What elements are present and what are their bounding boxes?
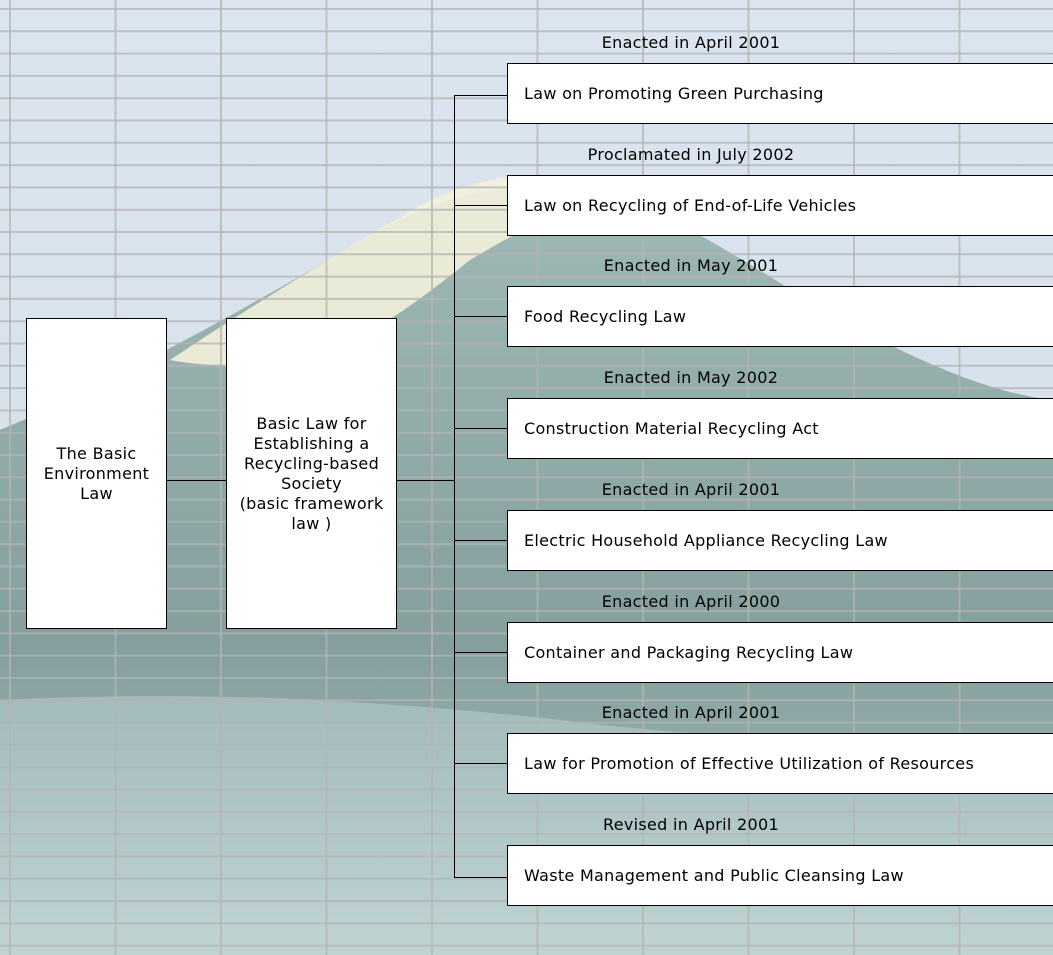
branch-line bbox=[454, 652, 507, 653]
law-box: Law on Promoting Green Purchasing bbox=[507, 63, 1053, 124]
law-date-label: Revised in April 2001 bbox=[603, 815, 779, 834]
law-box: Waste Management and Public Cleansing La… bbox=[507, 845, 1053, 906]
law-box: Container and Packaging Recycling Law bbox=[507, 622, 1053, 683]
law-name: Waste Management and Public Cleansing La… bbox=[524, 866, 904, 885]
law-box: Construction Material Recycling Act bbox=[507, 398, 1053, 459]
law-date-label: Proclamated in July 2002 bbox=[587, 145, 795, 164]
branch-line bbox=[454, 763, 507, 764]
law-box: Food Recycling Law bbox=[507, 286, 1053, 347]
law-box: Law on Recycling of End-of-Life Vehicles bbox=[507, 175, 1053, 236]
branch-line bbox=[454, 95, 507, 96]
branch-line bbox=[454, 540, 507, 541]
law-date-label: Enacted in April 2001 bbox=[601, 480, 781, 499]
branch-line bbox=[454, 877, 507, 878]
law-date-label: Enacted in May 2001 bbox=[603, 256, 779, 275]
law-name: Law on Promoting Green Purchasing bbox=[524, 84, 824, 103]
law-name: Law for Promotion of Effective Utilizati… bbox=[524, 754, 975, 773]
branch-line bbox=[454, 316, 507, 317]
connector-line bbox=[167, 480, 226, 481]
basic-environment-law-label: The Basic Environment Law bbox=[43, 443, 150, 503]
trunk-line bbox=[454, 95, 455, 877]
law-name: Food Recycling Law bbox=[524, 307, 687, 326]
law-box: Law for Promotion of Effective Utilizati… bbox=[507, 733, 1053, 794]
law-name: Law on Recycling of End-of-Life Vehicles bbox=[524, 196, 857, 215]
law-date-label: Enacted in April 2001 bbox=[601, 33, 781, 52]
branch-line bbox=[454, 205, 507, 206]
branch-line bbox=[454, 428, 507, 429]
law-date-label: Enacted in April 2001 bbox=[601, 703, 781, 722]
law-box: Electric Household Appliance Recycling L… bbox=[507, 510, 1053, 571]
basic-environment-law-box: The Basic Environment Law bbox=[26, 318, 167, 629]
recycling-society-law-box: Basic Law for Establishing a Recycling-b… bbox=[226, 318, 397, 629]
law-date-label: Enacted in April 2000 bbox=[601, 592, 781, 611]
connector-line bbox=[397, 480, 454, 481]
law-date-label: Enacted in May 2002 bbox=[603, 368, 779, 387]
law-name: Electric Household Appliance Recycling L… bbox=[524, 531, 888, 550]
law-name: Container and Packaging Recycling Law bbox=[524, 643, 854, 662]
recycling-society-law-label: Basic Law for Establishing a Recycling-b… bbox=[239, 413, 384, 533]
law-name: Construction Material Recycling Act bbox=[524, 419, 819, 438]
